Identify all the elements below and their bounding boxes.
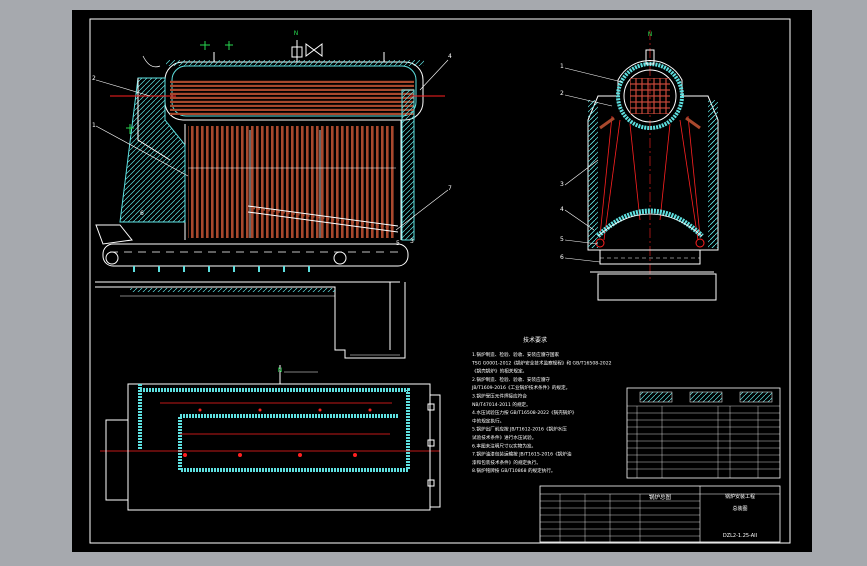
section-label-4: 4 [560, 206, 564, 213]
title-block-drawing-number: DZL2-1.25-AII [723, 533, 757, 539]
note-line: 1.锅炉制造、检验、验收、安装应遵守国家 [472, 351, 559, 358]
title-block: 锅炉总图 锅炉安装工程 总装图 DZL2-1.25-AII [539, 485, 781, 543]
drum-tube-grid [630, 78, 670, 114]
cross-section-view: N 1 2 [560, 30, 719, 301]
note-line: TSG G0001-2012《锅炉安全技术监察规程》和 GB/T16508-20… [471, 359, 612, 366]
parts-table [626, 387, 781, 479]
note-line: 3.锅炉受压元件焊接应符合 [472, 393, 527, 400]
note-line: 漆和包装技术条件》的规定执行。 [472, 459, 541, 466]
title-block-project: 锅炉总图 [649, 493, 672, 501]
svg-text:N: N [294, 30, 299, 37]
plan-view: N [100, 365, 441, 511]
legend-swatch-3 [739, 391, 773, 403]
note-line: JB/T1609-2016《工业锅炉技术条件》的规定。 [471, 384, 570, 391]
leader-label-6: 6 [140, 210, 144, 217]
title-block-organization: 锅炉安装工程 [725, 493, 755, 500]
leader-label-7: 7 [448, 185, 452, 192]
side-elevation-view: N 2 1 4 7 3 5 6 [92, 30, 452, 359]
section-label-3: 3 [560, 181, 564, 188]
drawing-border [89, 18, 791, 544]
furnace-tube-wall [188, 126, 396, 238]
section-label-1: 1 [560, 63, 564, 70]
legend-swatch-2 [689, 391, 723, 403]
svg-text:N: N [648, 31, 653, 38]
section-label-5: 5 [560, 236, 564, 243]
leader-label-5: 5 [396, 240, 400, 247]
section-label-6: 6 [560, 254, 564, 261]
leader-label-3: 3 [410, 238, 414, 245]
leader-label-4: 4 [448, 53, 452, 60]
notes-title: 技术要求 [523, 336, 547, 344]
legend-swatch-1 [639, 391, 673, 403]
note-line: 中的规定执行。 [472, 417, 504, 424]
note-line: 试验技术条件》进行水压试验。 [472, 434, 536, 441]
note-line: 5.锅炉出厂前应按 JB/T1612-2016《锅炉水压 [472, 426, 567, 433]
svg-text:N: N [278, 367, 283, 374]
note-line: 7.锅炉油漆包装运输按 JB/T1615-2016《锅炉油 [472, 451, 572, 458]
title-block-sheet-title: 总装图 [732, 505, 747, 512]
note-line: 《锅壳锅炉》的相关规定。 [472, 368, 527, 375]
note-line: 4.水压试验压力按 GB/T16508-2022《锅壳锅炉》 [472, 409, 577, 416]
note-line: 8.锅炉铭牌按 GB/T10868 的规定执行。 [472, 467, 556, 474]
note-line: 2.锅炉制造、检验、验收、安装应遵守 [472, 376, 550, 383]
leader-label-2: 2 [92, 75, 96, 82]
note-line: 6.本图未注明尺寸以实物为准。 [472, 442, 536, 449]
section-label-2: 2 [560, 90, 564, 97]
drum-tube-bundle [170, 80, 414, 116]
leader-label-1: 1 [92, 122, 96, 129]
note-line: NB/T47014-2011 的规定。 [472, 401, 531, 408]
